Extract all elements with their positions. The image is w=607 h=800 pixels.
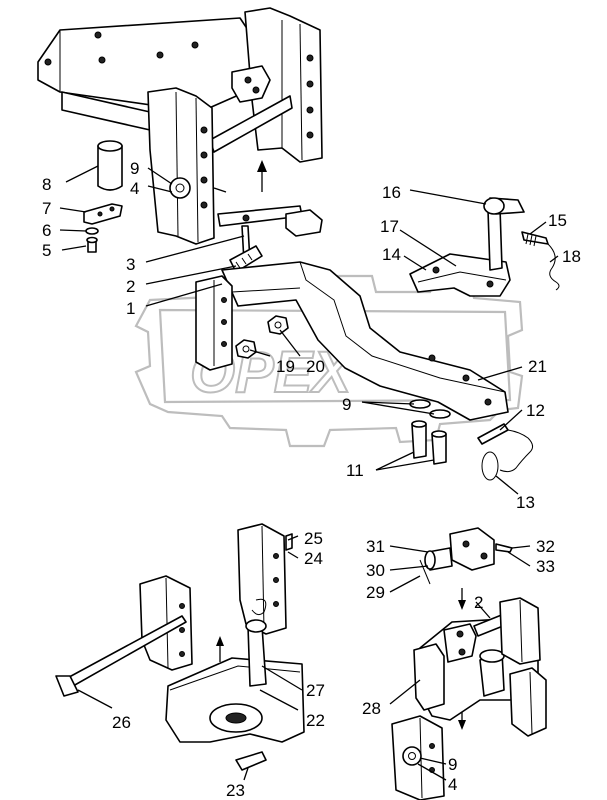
- callout-14: 14: [382, 245, 401, 264]
- ring-13: [481, 451, 499, 481]
- callout-18: 18: [562, 247, 581, 266]
- pin-16: [487, 207, 503, 271]
- small-parts-left: [83, 140, 123, 253]
- channel-24: [237, 523, 287, 635]
- callout-27: 27: [306, 681, 325, 700]
- callout-1: 1: [126, 299, 135, 318]
- clevis-group: [409, 197, 560, 297]
- callout-15: 15: [548, 211, 567, 230]
- callout-17: 17: [380, 217, 399, 236]
- callout-8: 8: [42, 175, 51, 194]
- callout-4: 4: [130, 179, 139, 198]
- lower-right-assembly: [391, 527, 547, 800]
- pin-27: [247, 625, 267, 687]
- callout-9: 9: [130, 159, 139, 178]
- bolt-11a: [411, 423, 427, 459]
- lower-left-assembly: [55, 523, 305, 771]
- callout-13: 13: [516, 493, 535, 512]
- callout-6: 6: [42, 221, 51, 240]
- callout-26: 26: [112, 713, 131, 732]
- bolt-11b: [431, 433, 447, 465]
- callout-31: 31: [366, 537, 385, 556]
- pin-8: [97, 145, 123, 191]
- drawbar-beam: [221, 261, 509, 421]
- callout-32: 32: [536, 537, 555, 556]
- callout-21: 21: [528, 357, 547, 376]
- callout-3: 3: [126, 255, 135, 274]
- callout-22: 22: [306, 711, 325, 730]
- callout-28: 28: [362, 699, 381, 718]
- callout-labels: 8 7 6 5 9 4 3 2 1 19 20 21 9 12 11 13 16…: [42, 159, 581, 800]
- vertical-channel-left: [147, 87, 215, 245]
- clip-ring-group: [477, 423, 534, 481]
- callout-19: 19: [276, 357, 295, 376]
- drawbar-assembly: [195, 205, 509, 465]
- bracket-top: [449, 527, 495, 571]
- callout-24: 24: [304, 549, 323, 568]
- callout-11: 11: [346, 461, 364, 480]
- callout-4-bottom: 4: [448, 775, 457, 794]
- callout-30: 30: [366, 561, 385, 580]
- nut-20: [267, 315, 289, 335]
- callout-23: 23: [226, 781, 245, 800]
- callout-12: 12: [526, 401, 545, 420]
- washer-6: [85, 227, 99, 235]
- callout-2: 2: [126, 277, 135, 296]
- callout-9-bottom: 9: [448, 755, 457, 774]
- chain-18: [547, 243, 560, 291]
- clevis-14: [409, 253, 511, 297]
- pin-29: [419, 559, 431, 585]
- callout-7: 7: [42, 199, 51, 218]
- callout-5: 5: [42, 241, 51, 260]
- plate-7: [83, 203, 123, 225]
- callout-25: 25: [304, 529, 323, 548]
- callout-2-lower: 2: [474, 593, 483, 612]
- top-assembly: [37, 7, 323, 245]
- callout-29: 29: [366, 583, 385, 602]
- callout-33: 33: [536, 557, 555, 576]
- callout-20: 20: [306, 357, 325, 376]
- callout-9-lower: 9: [342, 395, 351, 414]
- clip-23: [235, 751, 267, 771]
- leader-lines: [59, 165, 559, 781]
- callout-16: 16: [382, 183, 401, 202]
